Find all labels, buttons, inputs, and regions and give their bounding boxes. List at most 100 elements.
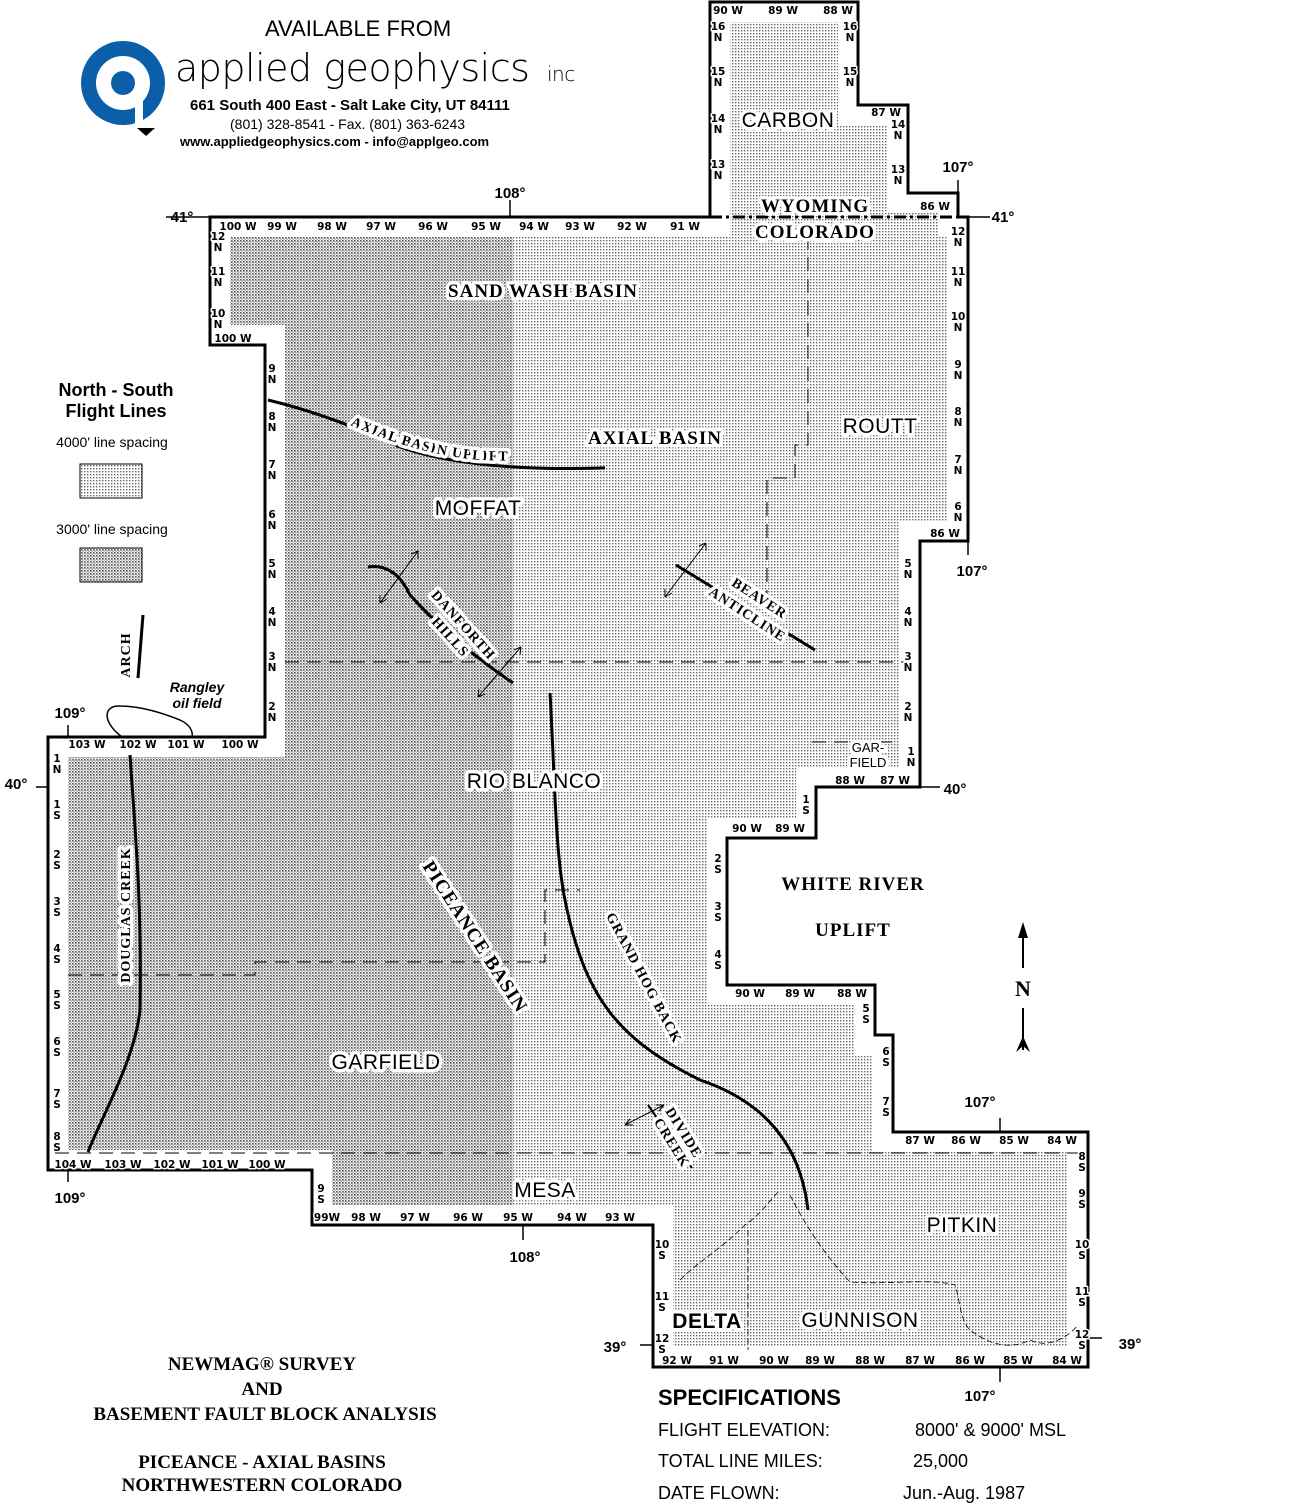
legend: North - South Flight Lines 4000' line sp…: [56, 380, 173, 583]
grid-label: 89 W: [785, 988, 815, 1000]
grid-label: 87 W: [905, 1355, 935, 1367]
grid-label: 89 W: [805, 1355, 835, 1367]
grid-label: 89 W: [775, 823, 805, 835]
specs-title: SPECIFICATIONS: [658, 1385, 841, 1410]
grid-label: 87 W: [905, 1135, 935, 1147]
title-block: NEWMAG® SURVEY AND BASEMENT FAULT BLOCK …: [93, 1354, 436, 1496]
label-gunnison: GUNNISON: [801, 1309, 918, 1332]
legend-item-3000: 3000' line spacing: [56, 521, 168, 537]
grid-label: 88 W: [823, 5, 853, 17]
grid-label: 98 W: [317, 221, 347, 233]
grid-label: 100 W: [219, 221, 257, 233]
website[interactable]: www.appliedgeophysics.com - info@applgeo…: [180, 134, 490, 149]
label-wyoming: WYOMING: [761, 196, 869, 217]
degree-label: 39°: [1119, 1336, 1142, 1353]
legend-item-4000: 4000' line spacing: [56, 434, 168, 450]
label-moffat: MOFFAT: [435, 497, 522, 520]
specifications: SPECIFICATIONS FLIGHT ELEVATION: 8000' &…: [658, 1385, 1066, 1503]
grid-label: 102 W: [153, 1159, 191, 1171]
label-arch: ARCH: [119, 632, 134, 677]
grid-label: 95 W: [503, 1212, 533, 1224]
danforth-hills-line: [367, 565, 514, 685]
grid-label: 97 W: [366, 221, 396, 233]
grid-label: 94 W: [557, 1212, 587, 1224]
grid-label: 104 W: [54, 1159, 92, 1171]
degree-label: 107°: [964, 1388, 995, 1405]
company-suffix: inc: [547, 62, 575, 86]
grid-label: 88 W: [835, 775, 865, 787]
grid-label: 85 W: [999, 1135, 1029, 1147]
label-garfield-small-2: FIELD: [850, 755, 887, 770]
legend-swatch-3000: [79, 547, 143, 583]
douglas-creek-line: [86, 754, 142, 1153]
grid-label: 87 W: [871, 107, 901, 119]
title-line-4: PICEANCE - AXIAL BASINS: [138, 1452, 386, 1473]
degree-label: 41°: [171, 209, 194, 226]
county-lines-south: [679, 1189, 1079, 1350]
legend-swatch-4000: [79, 463, 143, 499]
label-douglas-creek: DOUGLAS CREEK: [119, 847, 134, 983]
grid-label: 93 W: [605, 1212, 635, 1224]
north-label: N: [1015, 976, 1031, 1001]
grid-label: 103 W: [68, 739, 106, 751]
grid-label: 99 W: [267, 221, 297, 233]
degree-label: 109°: [54, 705, 85, 722]
degree-label: 40°: [5, 776, 28, 793]
label-white-river: WHITE RIVER: [781, 874, 925, 895]
grid-label: 102 W: [119, 739, 157, 751]
label-axial-basin: AXIAL BASIN: [588, 428, 722, 449]
grid-label: 90 W: [732, 823, 762, 835]
grid-label: 101 W: [201, 1159, 239, 1171]
grid-label: 88 W: [837, 988, 867, 1000]
grid-label: 96 W: [418, 221, 448, 233]
label-oil-field: oil field: [173, 695, 222, 711]
spec-value-date: Jun.-Aug. 1987: [903, 1483, 1025, 1503]
label-sand-wash-basin: SAND WASH BASIN: [448, 281, 638, 302]
divide-creek-line: [647, 1104, 693, 1169]
grid-label: 103 W: [104, 1159, 142, 1171]
grid-label: 86 W: [930, 528, 960, 540]
phone: (801) 328-8541 - Fax. (801) 363-6243: [230, 116, 466, 132]
label-colorado: COLORADO: [755, 222, 875, 243]
label-garfield-small-1: GAR-: [852, 740, 885, 755]
address: 661 South 400 East - Salt Lake City, UT …: [190, 97, 510, 114]
grid-label: 88 W: [855, 1355, 885, 1367]
spec-value-miles: 25,000: [913, 1451, 968, 1471]
dip-arrows: [379, 542, 707, 1126]
grid-label: 90 W: [713, 5, 743, 17]
degree-labels: 41°41°108°107°107°40°40°109°109°108°39°3…: [5, 159, 1142, 1405]
fault-lines: [86, 398, 816, 1211]
header: AVAILABLE FROM applied geophysics inc 66…: [80, 10, 600, 160]
legend-title-2: Flight Lines: [66, 401, 167, 421]
